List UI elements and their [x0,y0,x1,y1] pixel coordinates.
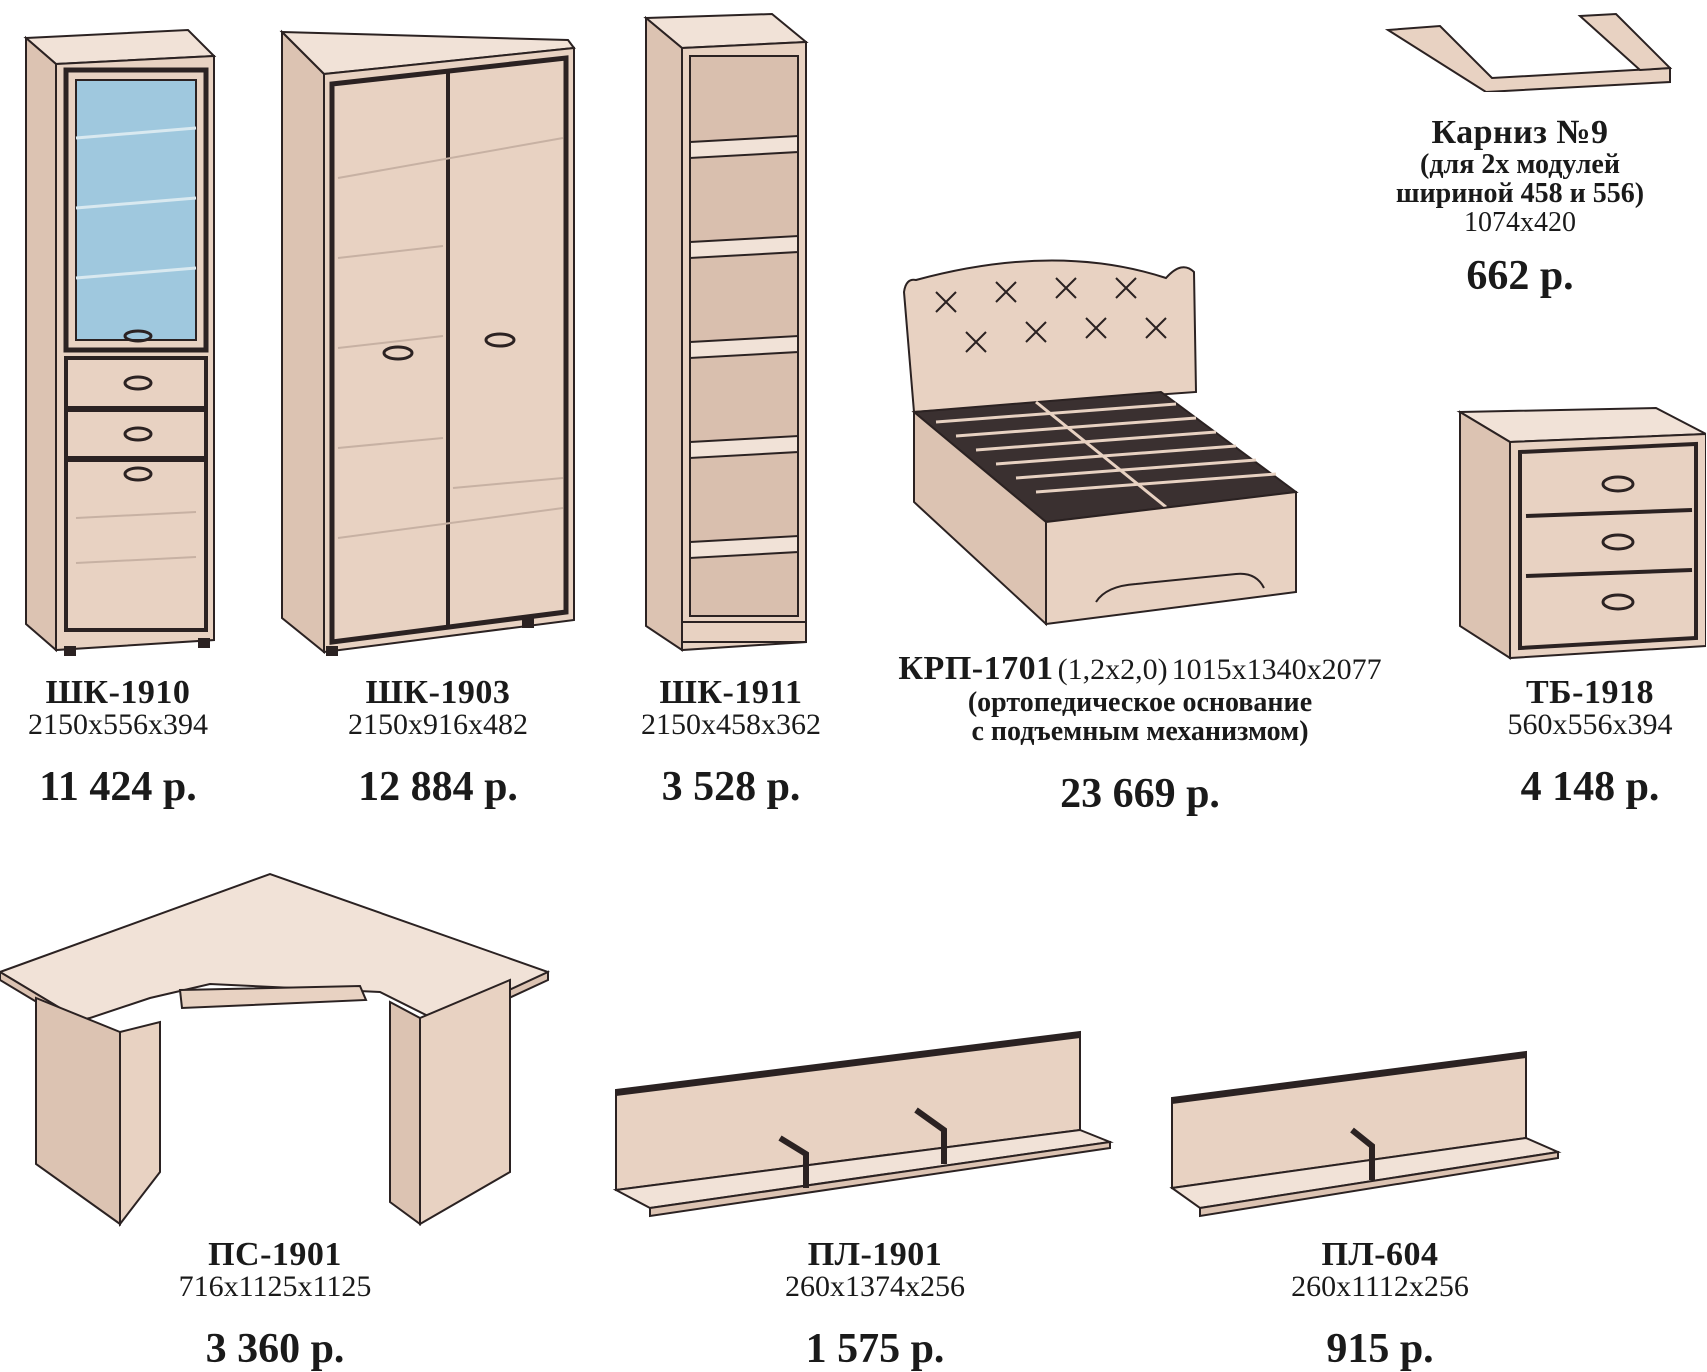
pl-604-caption: ПЛ-604 260х1112х256 915 р. [1250,1236,1510,1372]
krp-1701-caption: КРП-1701 (1,2х2,0) 1015х1340х2077 (ортоп… [840,652,1440,815]
product-dimensions: 2150х458х362 [641,708,821,741]
shk-1903-image [278,28,578,658]
product-code: КРП-1701 [898,650,1054,687]
product-code: ПС-1901 [208,1236,342,1273]
product-dimensions: 1074х420 [1464,206,1576,238]
product-price: 1 575 р. [805,1326,945,1372]
product-code: ТБ-1918 [1526,674,1654,711]
product-price: 662 р. [1466,252,1574,299]
product-code: ШК-1911 [659,674,803,711]
product-dimensions: 560х556х394 [1507,708,1673,741]
product-price: 12 884 р. [358,764,518,810]
product-dimensions: 2150х556х394 [28,708,208,741]
shk-1910-caption: ШК-1910 2150х556х394 11 424 р. [0,674,236,810]
bed-size: (1,2х2,0) [1057,653,1168,686]
karniz-9-image [1380,12,1680,92]
product-price: 915 р. [1326,1326,1434,1372]
product-code: ШК-1903 [365,674,511,711]
product-code: ПЛ-604 [1321,1236,1439,1273]
product-code: Карниз №9 [1431,114,1609,151]
tb-1918-caption: ТБ-1918 560х556х394 4 148 р. [1480,674,1700,810]
tb-1918-image [1456,406,1706,660]
shk-1903-caption: ШК-1903 2150х916х482 12 884 р. [318,674,558,810]
krp-1701-image [896,252,1316,632]
shk-1911-caption: ШК-1911 2150х458х362 3 528 р. [618,674,844,810]
ps-1901-caption: ПС-1901 716х1125х1125 3 360 р. [130,1236,420,1372]
product-dimensions: 1015х1340х2077 [1171,653,1382,686]
product-price: 23 669 р. [1060,770,1220,817]
shk-1911-image [642,12,812,652]
product-note-line2: с подъемным механизмом) [971,716,1309,748]
product-price: 3 360 р. [205,1326,345,1372]
shk-1910-image [18,18,218,658]
product-price: 11 424 р. [39,764,197,810]
product-code: ШК-1910 [45,674,191,711]
pl-604-image [1166,1048,1566,1218]
product-code: ПЛ-1901 [807,1236,943,1273]
product-dimensions: 260х1374х256 [785,1270,965,1303]
product-dimensions: 2150х916х482 [348,708,528,741]
product-note-line1: (ортопедическое основание [967,687,1313,718]
pl-1901-image [610,1030,1120,1220]
product-dimensions: 260х1112х256 [1291,1270,1469,1303]
pl-1901-caption: ПЛ-1901 260х1374х256 1 575 р. [740,1236,1010,1372]
product-price: 3 528 р. [661,764,801,810]
product-dimensions: 716х1125х1125 [178,1270,372,1303]
ps-1901-image [0,872,550,1232]
karniz-9-caption: Карниз №9 (для 2х модулей шириной 458 и … [1340,116,1700,297]
product-price: 4 148 р. [1520,764,1660,810]
product-note-line2: шириной 458 и 556) [1395,178,1645,210]
product-note-line1: (для 2х модулей [1420,149,1620,180]
